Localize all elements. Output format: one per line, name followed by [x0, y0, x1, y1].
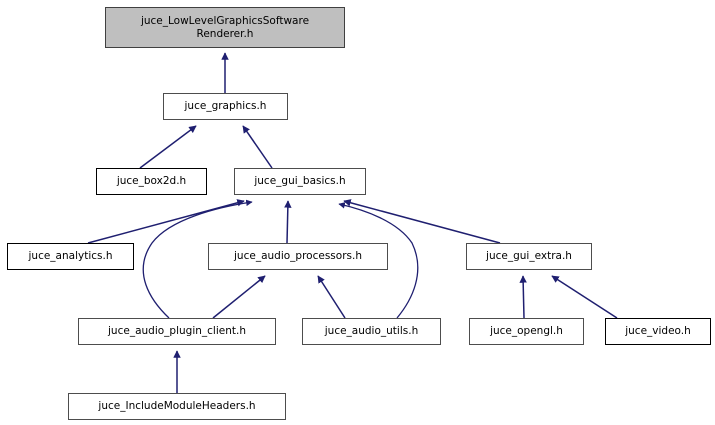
graph-edge-video-to-gui_extra [551, 275, 618, 319]
graph-node-gui_basics[interactable]: juce_gui_basics.h [234, 168, 366, 195]
graph-node-audio_utils[interactable]: juce_audio_utils.h [302, 318, 441, 345]
graph-edge-gui_extra-to-gui_basics [343, 199, 501, 244]
graph-node-graphics[interactable]: juce_graphics.h [163, 93, 288, 120]
graph-node-opengl[interactable]: juce_opengl.h [469, 318, 584, 345]
graph-edge-analytics-to-gui_basics [87, 199, 245, 244]
graph-node-analytics[interactable]: juce_analytics.h [7, 243, 134, 270]
graph-node-gui_extra[interactable]: juce_gui_extra.h [466, 243, 592, 270]
graph-edge-box2d-to-graphics [139, 125, 197, 169]
graph-node-include_module_headers[interactable]: juce_IncludeModuleHeaders.h [68, 393, 286, 420]
graph-node-audio_processors[interactable]: juce_audio_processors.h [208, 243, 388, 270]
graph-node-box2d[interactable]: juce_box2d.h [96, 168, 207, 195]
graph-node-video[interactable]: juce_video.h [605, 318, 711, 345]
graph-edge-opengl-to-gui_extra [519, 275, 527, 319]
graph-edge-audio_utils-to-audio_processors [317, 275, 346, 319]
graph-edge-audio_processors-to-gui_basics [284, 200, 292, 244]
graph-edge-gui_basics-to-graphics [242, 125, 273, 169]
graph-edge-audio_plugin_client-to-audio_processors [212, 275, 266, 319]
graph-node-root[interactable]: juce_LowLevelGraphicsSoftware Renderer.h [105, 7, 345, 48]
graph-node-audio_plugin_client[interactable]: juce_audio_plugin_client.h [78, 318, 276, 345]
